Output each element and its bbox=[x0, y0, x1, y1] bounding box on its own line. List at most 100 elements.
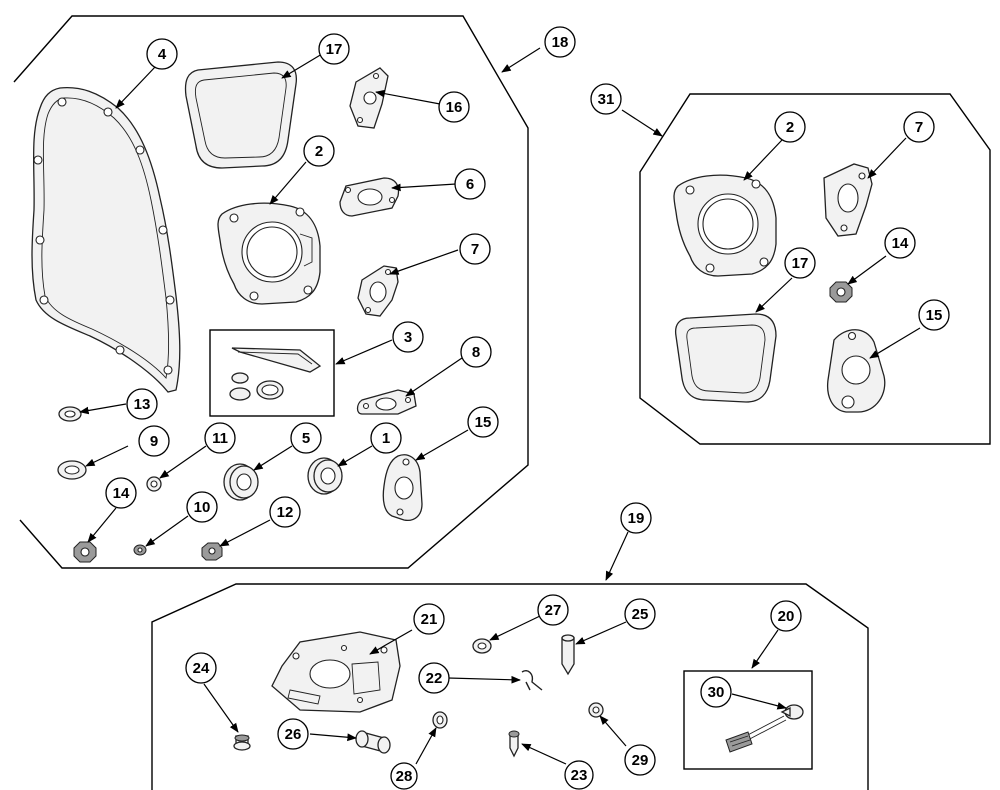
svg-text:5: 5 bbox=[302, 430, 310, 447]
part-13-washer bbox=[58, 406, 82, 422]
svg-text:19: 19 bbox=[628, 510, 645, 527]
svg-text:23: 23 bbox=[571, 767, 588, 784]
callout-18: 18 bbox=[544, 26, 576, 58]
callout-1: 1 bbox=[370, 422, 402, 454]
callout-25: 25 bbox=[624, 598, 656, 630]
callout-29: 29 bbox=[624, 744, 656, 776]
callout-6: 6 bbox=[454, 168, 486, 200]
callout-21: 21 bbox=[413, 603, 445, 635]
svg-text:7: 7 bbox=[471, 241, 479, 258]
leader-lines bbox=[79, 47, 921, 765]
part-6-intake-gasket bbox=[339, 177, 400, 217]
part-1-oil-seal bbox=[307, 457, 343, 495]
svg-text:14: 14 bbox=[113, 485, 130, 502]
part-28-washer bbox=[432, 711, 448, 729]
callout-2: 2 bbox=[303, 135, 335, 167]
svg-text:18: 18 bbox=[552, 34, 569, 51]
svg-text:10: 10 bbox=[194, 499, 211, 516]
callout-17: 17 bbox=[318, 33, 350, 65]
svg-text:12: 12 bbox=[277, 504, 294, 521]
callout-31: 31 bbox=[590, 83, 622, 115]
part-17-valve-cover-gasket bbox=[674, 313, 777, 403]
part-21-carburetor-gasket bbox=[271, 631, 401, 713]
svg-text:9: 9 bbox=[150, 433, 158, 450]
svg-text:15: 15 bbox=[926, 307, 943, 324]
callout-7: 7 bbox=[903, 111, 935, 143]
part-29-washer bbox=[588, 702, 604, 718]
callout-24: 24 bbox=[185, 652, 217, 684]
part-15-gasket bbox=[826, 329, 886, 413]
part-20-inset-box bbox=[683, 670, 813, 770]
callout-20: 20 bbox=[770, 600, 802, 632]
callout-28: 28 bbox=[390, 762, 418, 790]
part-24-screw bbox=[233, 734, 251, 751]
part-14-nut bbox=[829, 281, 853, 303]
svg-text:3: 3 bbox=[404, 329, 412, 346]
kit-18-frame bbox=[13, 15, 529, 569]
callout-14: 14 bbox=[105, 477, 137, 509]
svg-text:29: 29 bbox=[632, 752, 649, 769]
callout-15: 15 bbox=[918, 299, 950, 331]
part-14-nut bbox=[73, 541, 97, 563]
callout-30: 30 bbox=[700, 676, 732, 708]
callout-27: 27 bbox=[537, 594, 569, 626]
callout-16: 16 bbox=[438, 91, 470, 123]
callout-19: 19 bbox=[620, 502, 652, 534]
callout-2: 2 bbox=[774, 111, 806, 143]
part-4-cover-gasket bbox=[31, 86, 181, 393]
svg-text:15: 15 bbox=[475, 414, 492, 431]
part-16-gasket bbox=[349, 67, 389, 129]
callout-10: 10 bbox=[186, 491, 218, 523]
svg-text:20: 20 bbox=[778, 608, 795, 625]
svg-text:30: 30 bbox=[708, 684, 725, 701]
part-26-bushing bbox=[355, 730, 391, 754]
svg-text:17: 17 bbox=[326, 41, 343, 58]
svg-text:14: 14 bbox=[892, 235, 909, 252]
callout-7: 7 bbox=[459, 233, 491, 265]
callout-4: 4 bbox=[146, 38, 178, 70]
part-5-oil-seal bbox=[223, 463, 259, 501]
callout-14: 14 bbox=[884, 227, 916, 259]
callout-11: 11 bbox=[204, 422, 236, 454]
part-7-gasket bbox=[823, 163, 873, 237]
svg-text:22: 22 bbox=[426, 670, 443, 687]
callout-22: 22 bbox=[418, 662, 450, 694]
svg-text:16: 16 bbox=[446, 99, 463, 116]
part-3-seal-kit bbox=[229, 347, 322, 401]
svg-text:4: 4 bbox=[158, 46, 167, 63]
part-3-inset-box bbox=[209, 329, 335, 417]
callout-bubbles: 4 17 16 18 2 6 7 3 8 13 9 11 5 1 15 14 1… bbox=[105, 26, 950, 790]
svg-text:11: 11 bbox=[212, 430, 228, 447]
svg-text:13: 13 bbox=[134, 396, 151, 413]
part-17-valve-cover-gasket bbox=[184, 61, 298, 169]
svg-text:31: 31 bbox=[598, 91, 615, 108]
svg-text:1: 1 bbox=[382, 430, 390, 447]
part-11-washer bbox=[146, 476, 162, 492]
part-30-mixture-screw bbox=[725, 704, 804, 753]
part-12-nut bbox=[201, 542, 223, 561]
svg-text:28: 28 bbox=[396, 768, 413, 785]
part-2-head-gasket bbox=[673, 174, 777, 277]
part-27-washer bbox=[472, 638, 492, 654]
part-22-clip bbox=[521, 670, 543, 691]
part-25-float-pin bbox=[561, 634, 575, 676]
callout-12: 12 bbox=[269, 496, 301, 528]
callout-8: 8 bbox=[460, 336, 492, 368]
callout-26: 26 bbox=[277, 718, 309, 750]
callout-23: 23 bbox=[564, 760, 594, 790]
callout-3: 3 bbox=[392, 321, 424, 353]
callout-5: 5 bbox=[290, 422, 322, 454]
part-2-head-gasket bbox=[217, 202, 321, 305]
part-9-washer bbox=[57, 460, 87, 480]
svg-text:8: 8 bbox=[472, 344, 480, 361]
svg-text:2: 2 bbox=[315, 143, 323, 160]
svg-text:24: 24 bbox=[193, 660, 210, 677]
callout-13: 13 bbox=[126, 388, 158, 420]
callout-17: 17 bbox=[784, 247, 816, 279]
svg-text:2: 2 bbox=[786, 119, 794, 136]
part-15-gasket bbox=[382, 454, 423, 522]
svg-text:25: 25 bbox=[632, 606, 649, 623]
svg-text:6: 6 bbox=[466, 176, 474, 193]
svg-text:27: 27 bbox=[545, 602, 562, 619]
